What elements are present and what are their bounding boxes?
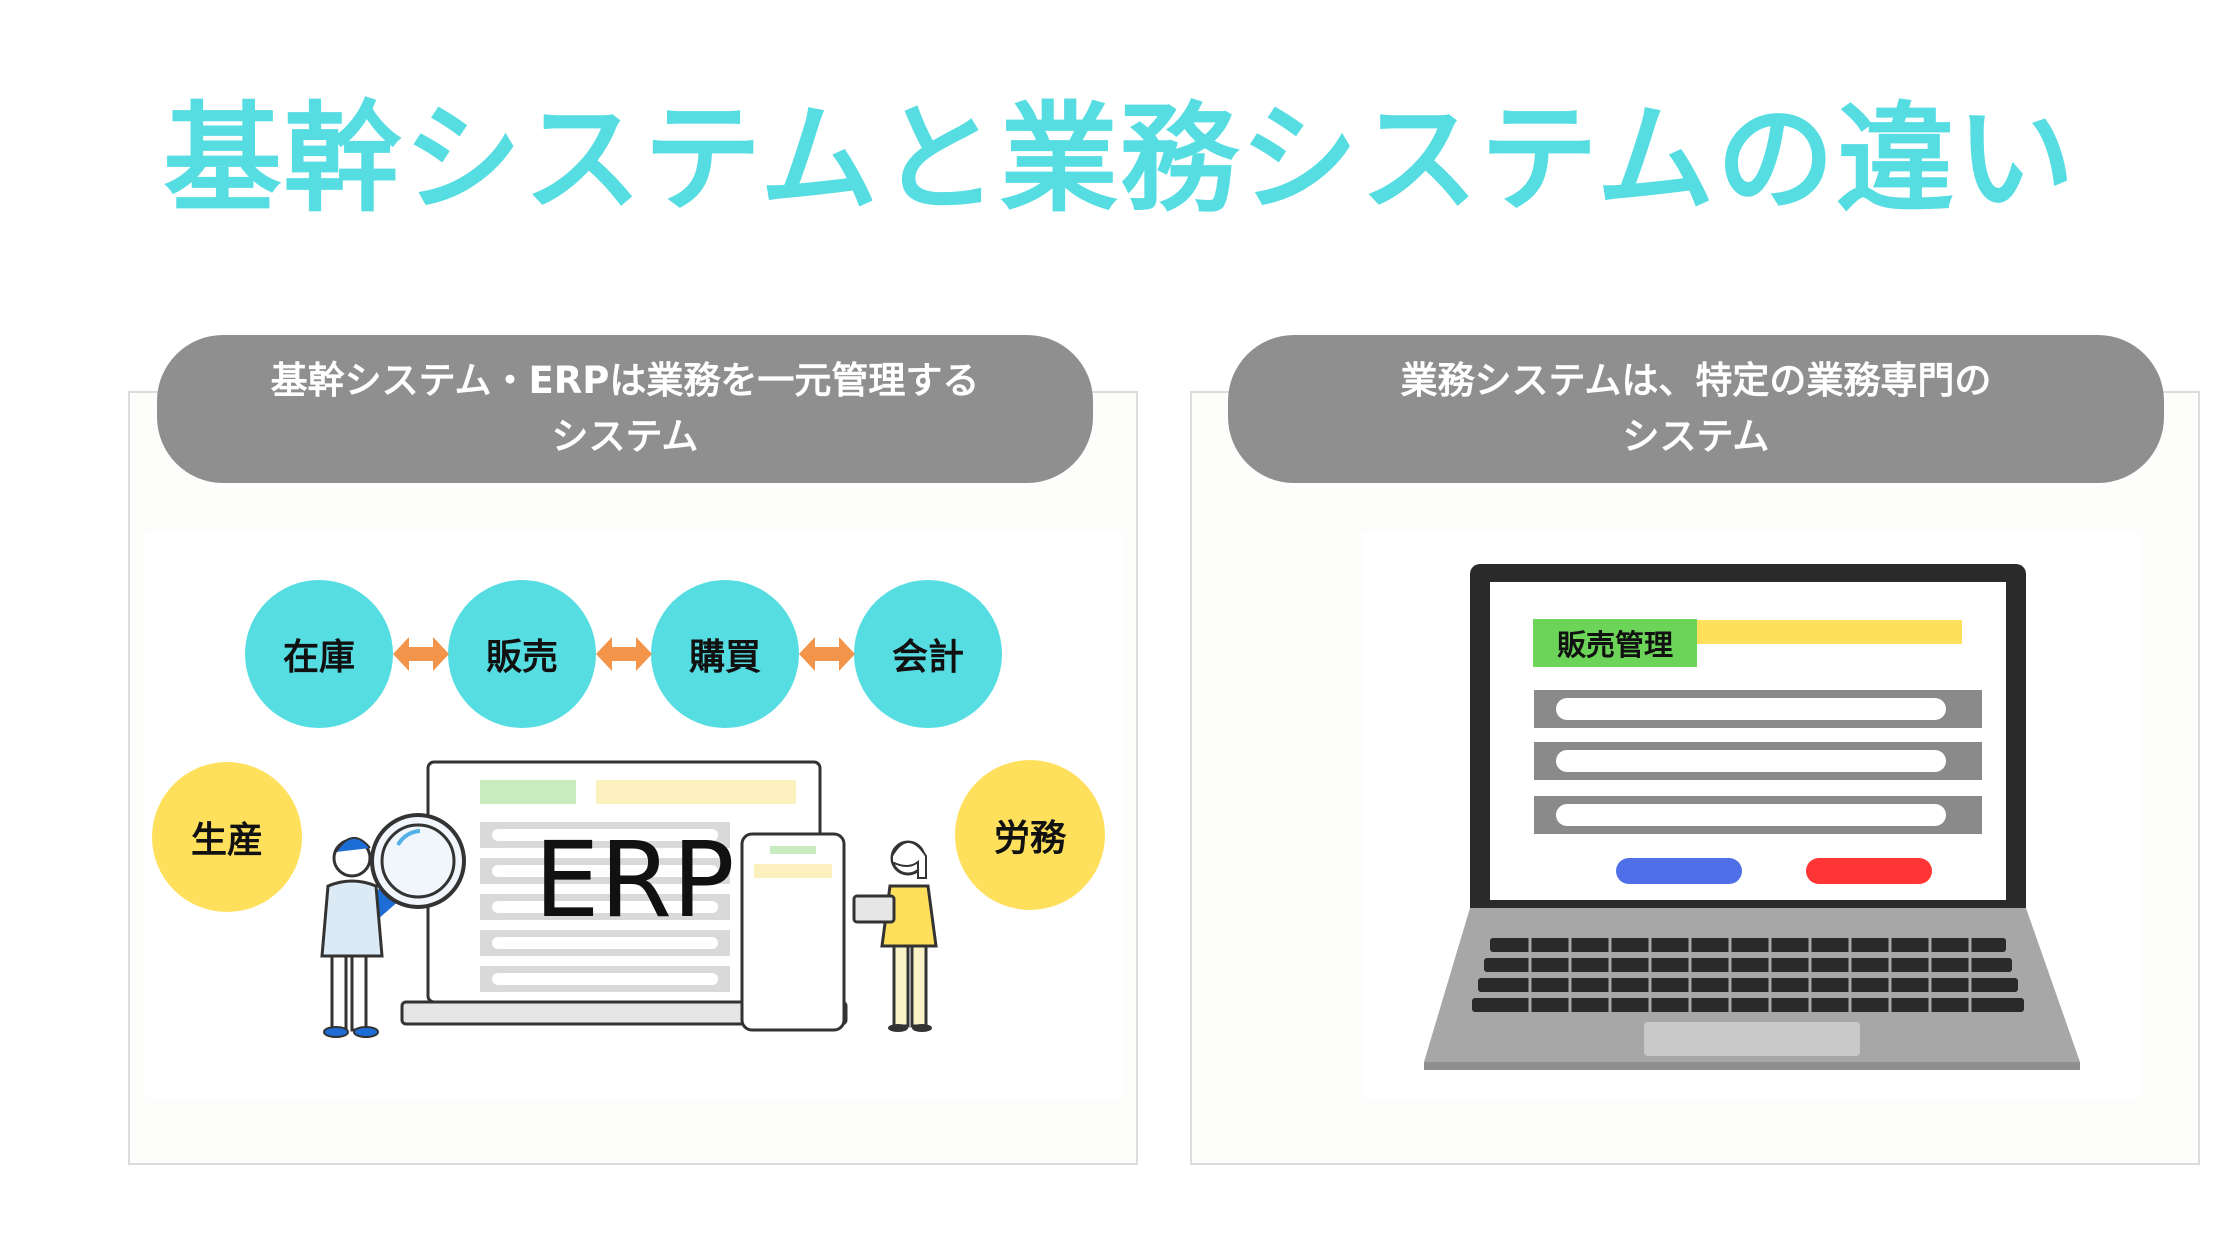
module-purchasing: 購買: [651, 580, 799, 728]
man-figure-icon: [320, 837, 384, 1038]
module-accounting: 会計: [854, 580, 1002, 728]
phone-icon: [740, 832, 846, 1032]
double-arrow-icon: [596, 637, 652, 671]
sales-management-tag: 販売管理: [1533, 619, 1697, 667]
laptop-illustration: [1424, 564, 2080, 1070]
erp-label: ERP: [534, 819, 735, 941]
module-production: 生産: [152, 762, 302, 912]
business-heading-line1: 業務システムは、特定の業務専門の: [1400, 359, 1992, 402]
erp-heading-line2: システム: [551, 415, 699, 458]
woman-figure-icon: [852, 840, 938, 1032]
module-labor: 労務: [955, 760, 1105, 910]
module-sales: 販売: [448, 580, 596, 728]
erp-heading: 基幹システム・ERPは業務を一元管理する システム: [157, 335, 1093, 483]
erp-heading-line1: 基幹システム・ERPは業務を一元管理する: [270, 359, 980, 402]
business-heading-line2: システム: [1622, 415, 1770, 458]
erp-laptop-illustration: [400, 760, 848, 1026]
page-title: 基幹システムと業務システムの違い: [163, 90, 2077, 228]
double-arrow-icon: [799, 637, 855, 671]
business-system-heading: 業務システムは、特定の業務専門の システム: [1228, 335, 2164, 483]
module-inventory: 在庫: [245, 580, 393, 728]
double-arrow-icon: [393, 637, 449, 671]
